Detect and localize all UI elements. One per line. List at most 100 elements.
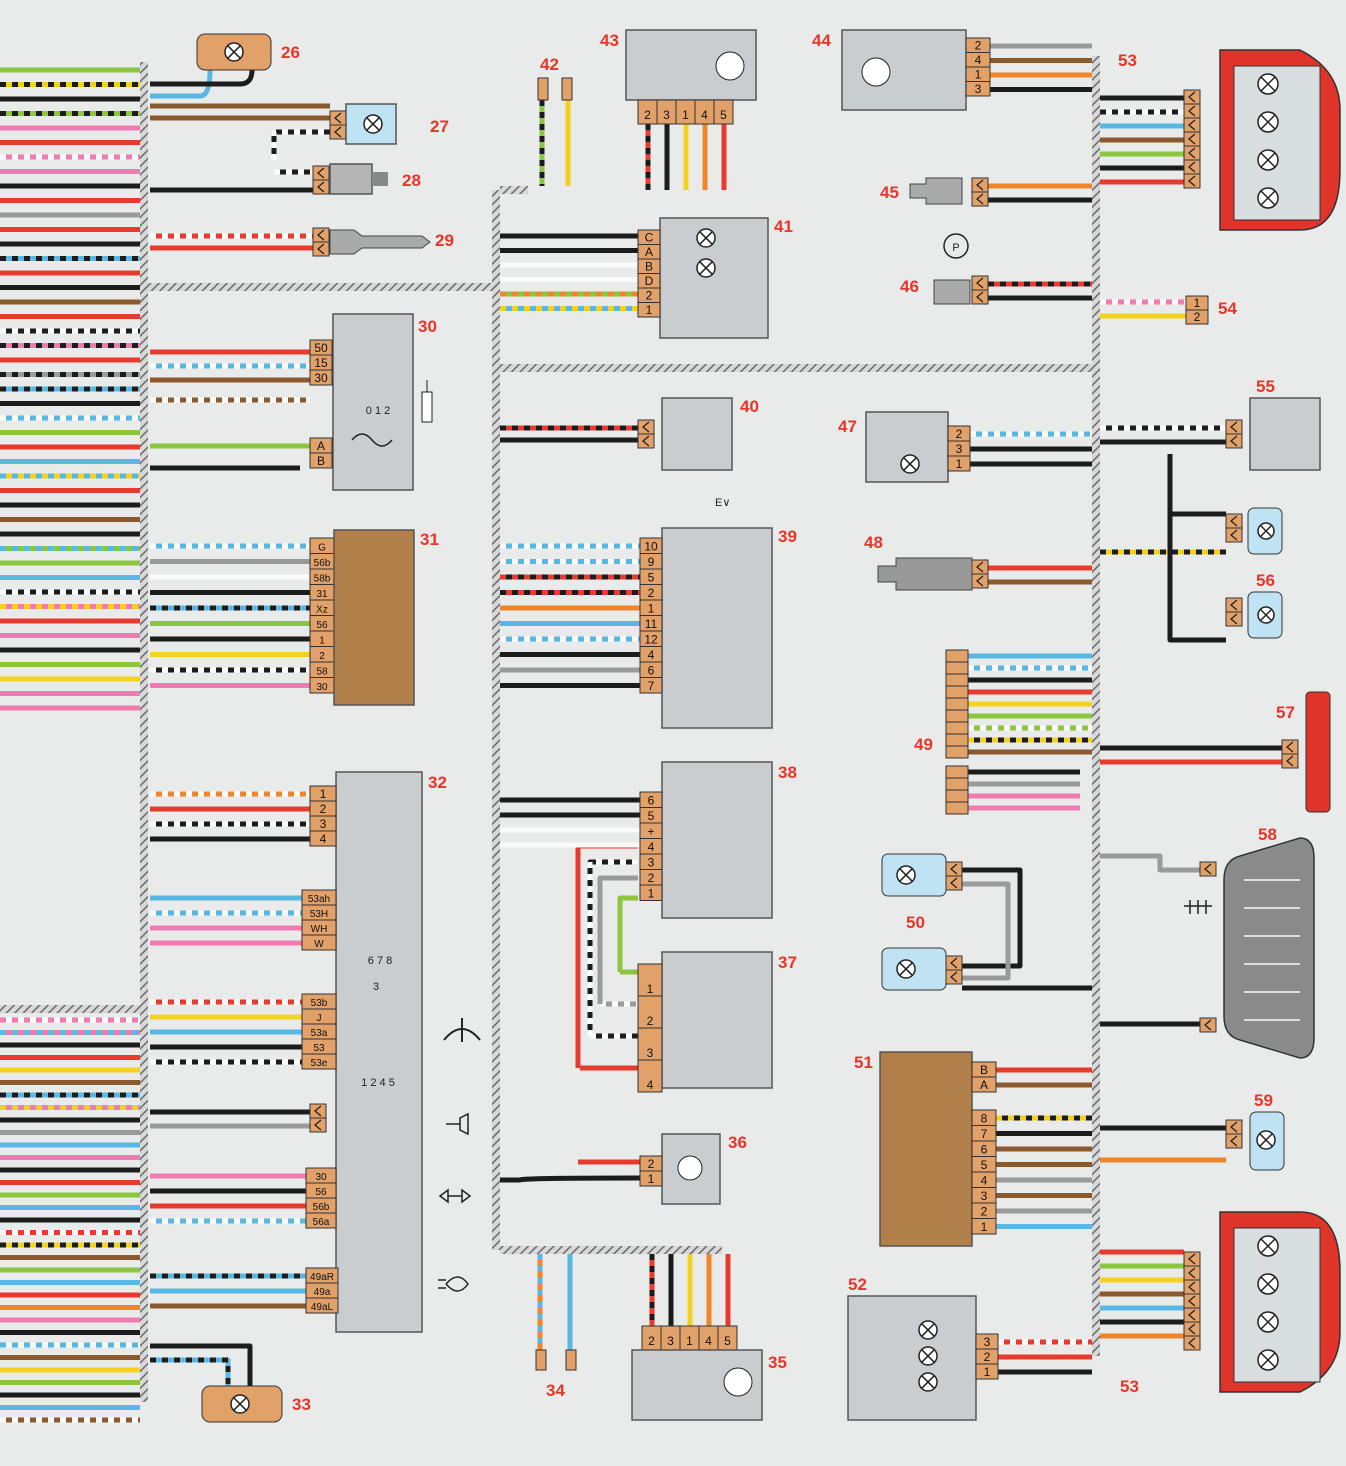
component-number-35: 35 [768,1353,787,1372]
pin-label: 1 [319,636,325,647]
pin-label: 49a [314,1287,331,1298]
component-number-40: 40 [740,397,759,416]
pin-label: C [645,231,654,245]
pin-label: 56 [316,620,328,631]
pin [309,830,337,847]
pin-label: 2 [320,802,327,816]
pin-label: 58 [316,667,328,678]
pin-label: 53e [311,1058,328,1069]
component-number-32: 32 [428,773,447,792]
plug-connector [1183,1321,1201,1337]
pin-label: 6 [981,1143,988,1157]
pin-label: 2 [648,586,655,600]
pin-label: 58b [314,574,331,585]
pin-label: 4 [705,1334,712,1348]
pin-label: 9 [648,555,655,569]
plug-connector [945,875,963,891]
turn-signal-icon [438,1188,472,1204]
pin-label: 56a [313,1217,330,1228]
motor-35-icon [723,1367,753,1397]
switch-47-lamp-icon [900,454,920,474]
plug-connector [1199,861,1217,877]
plug-connector [309,1117,327,1133]
component-number-50: 50 [906,913,925,932]
connector-54-pins: 12 [1185,295,1209,325]
plug-connector [312,227,330,243]
pin-label: A [645,245,653,259]
wire [597,875,638,1004]
rear-lamp-53-bulb-icon [1257,1273,1279,1295]
pin-label: 1 [647,982,654,996]
rear-lamp-53-bulb-icon [1257,73,1279,95]
pin-label: G [318,543,326,554]
plug-connector [1183,145,1201,161]
wire [1167,454,1226,643]
heated-window-58 [1223,837,1315,1059]
horn-icon [446,1112,469,1136]
pin-label: 53a [311,1028,328,1039]
connector-49-pins-bottom [945,765,969,815]
wiper-icon [443,1018,481,1042]
component-number-39: 39 [778,527,797,546]
plug-connector [971,275,989,291]
ignition-switch-30-pins-ab: AB [309,437,333,469]
switch-46-body [933,279,971,305]
pin-label: 49aL [311,1302,334,1313]
pin-label: 4 [648,648,655,662]
component-number-33: 33 [292,1395,311,1414]
component-number-41: 41 [774,217,793,236]
pin [309,369,333,386]
lamp-26-bulb-icon [224,42,244,62]
pin-label: 1 [686,1334,693,1348]
plug-connector [945,969,963,985]
pin [945,673,969,687]
pin-label: B [980,1063,988,1077]
component-number-37: 37 [778,953,797,972]
pin [971,1076,997,1093]
pin-label: 2 [984,1350,991,1364]
pin-label: 1 [648,1172,655,1186]
component-number-27: 27 [430,117,449,136]
component-number-46: 46 [900,277,919,296]
module-51-pins-ba: BA [971,1061,997,1093]
pin-label: 3 [663,108,670,122]
wire-stripe [587,859,638,1036]
pin [947,455,971,472]
pin-label: 2 [648,1334,655,1348]
rear-lamp-53-bulb-icon [1257,149,1279,171]
pin [639,1170,663,1187]
wire [962,881,1011,981]
plug-connector [329,124,347,140]
harness-bundle [140,283,500,291]
switch-52-lamp-icon [918,1320,938,1340]
pin-label: 6 [648,794,655,808]
pin-label: 5 [981,1158,988,1172]
motor-36-pins: 21 [639,1155,663,1187]
pin-label: B [645,260,653,274]
wire [150,1357,231,1386]
pin-label: 11 [645,617,658,631]
plug-connector [312,179,330,195]
pin-label: 56b [314,558,331,569]
pin-label: Xz [316,605,328,616]
lamp-33-bulb-icon [230,1394,250,1414]
rear-lamp-53-bulb-icon [1257,1311,1279,1333]
pin [637,1059,663,1093]
pin-label: 3 [320,817,327,831]
resistor-block-37 [661,951,773,1089]
pin-label: 3 [647,1046,654,1060]
pin-label: W [314,939,324,950]
switch-52-pins: 321 [975,1333,999,1380]
pin [305,1212,337,1229]
component-number-53: 53 [1120,1377,1139,1396]
plug-connector [1183,159,1201,175]
pin-label: 56 [315,1187,327,1198]
